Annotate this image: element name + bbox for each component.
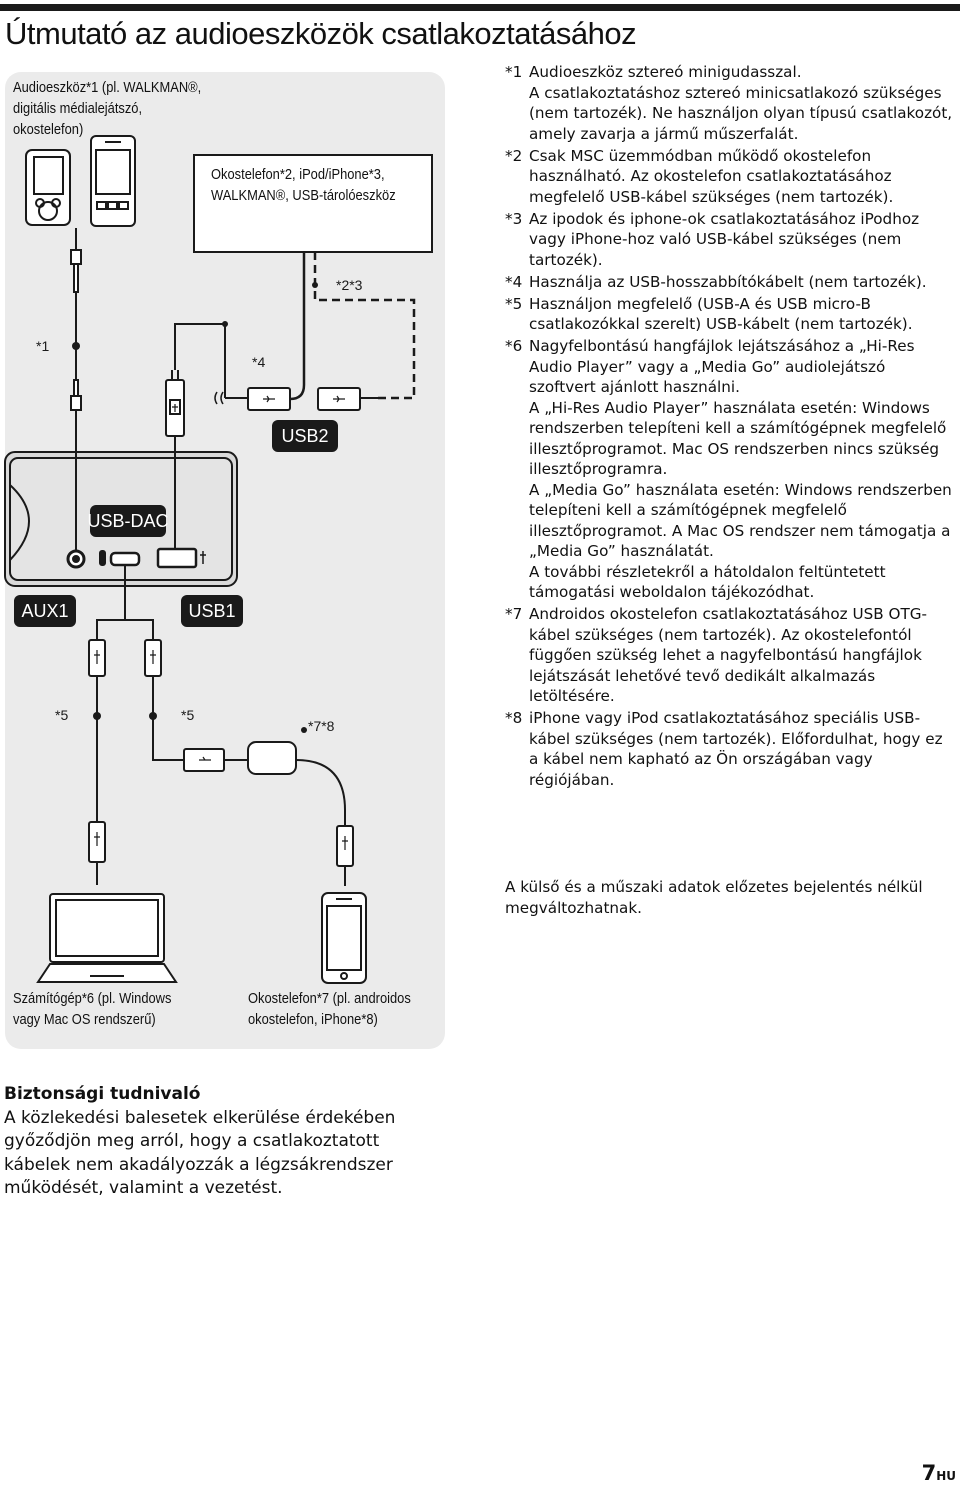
page-number-value: 7 — [921, 1461, 937, 1485]
footnote-mark: *1 — [505, 63, 523, 81]
mark-otg: *7*8 — [308, 718, 335, 734]
footnote-mark: *6 — [505, 337, 523, 355]
connector-dots — [72, 282, 318, 733]
header-rule — [0, 4, 960, 11]
media-player-icon — [25, 149, 71, 226]
bottom-smartphone-icon — [321, 892, 367, 984]
footnote-mark: *5 — [505, 294, 523, 313]
safety-text: A közlekedési balesetek elkerülése érdek… — [4, 1107, 396, 1199]
safety-section: Biztonsági tudnivaló A közlekedési bales… — [4, 1083, 424, 1201]
footnote-7: *7 Androidos okostelefon csatlakoztatásáh… — [505, 604, 955, 707]
aux-cable — [70, 228, 82, 551]
footnote-text: Androidos okostelefon csatlakoztatásához… — [529, 605, 927, 705]
usb-device-label: Okostelefon*2, iPod/iPhone*3, WALKMAN®, … — [211, 166, 396, 204]
usb-symbols — [94, 395, 348, 850]
footnote-text: Használjon megfelelő (USB-A és USB micro… — [529, 294, 913, 334]
footnote-text: Nagyfelbontású hangfájlok lejátszásához … — [529, 337, 952, 601]
mark-phone-cable: *5 — [181, 707, 194, 723]
footnote-text: Az ipodok és iphone-ok csatlakoztatásáho… — [529, 209, 920, 269]
port-labels: USB2 USB-DAC AUX1 USB1 — [14, 420, 338, 627]
footnote-text: iPhone vagy iPod csatlakoztatásához spec… — [529, 709, 943, 789]
audio-device-label: Audioeszköz*1 (pl. WALKMAN®, digitális m… — [13, 79, 202, 138]
aux1-label: AUX1 — [21, 601, 68, 621]
cable-marks: *1 *4 *2*3 *5 *5 *7*8 — [36, 277, 363, 734]
usb-dac-label: USB-DAC — [87, 511, 168, 531]
footnote-text: Csak MSC üzemmódban működő okostelefon h… — [529, 146, 894, 206]
footnote-mark: *3 — [505, 209, 523, 228]
footnote-8: *8 iPhone vagy iPod csatlakoztatásához sp… — [505, 708, 955, 790]
page-language: HU — [936, 1469, 956, 1483]
usb2-label: USB2 — [281, 426, 328, 446]
footnote-mark: *2 — [505, 146, 523, 165]
computer-label: Számítógép*6 (pl. Windows vagy Mac OS re… — [13, 990, 172, 1028]
footnote-text: Használja az USB-hosszabbítókábelt (nem … — [529, 272, 927, 291]
footnote-3: *3 Az ipodok és iphone-ok csatlakoztatásá… — [505, 209, 955, 271]
page-title: Útmutató az audioeszközök csatlakoztatás… — [5, 16, 637, 51]
footnote-2: *2 Csak MSC üzemmódban működő okostelefon… — [505, 146, 955, 208]
smartphone-icon — [90, 135, 136, 227]
footnote-5: *5 Használjon megfelelő (USB-A és USB mic… — [505, 294, 955, 335]
usb-device-box — [193, 154, 433, 253]
footnote-mark: *7 — [505, 605, 523, 623]
usb2-cable — [313, 252, 416, 411]
footnote-6: *6 Nagyfelbontású hangfájlok lejátszásáho… — [505, 336, 955, 603]
usb1-label: USB1 — [188, 601, 235, 621]
mark-aux: *1 — [36, 338, 49, 354]
mark-computer-cable: *5 — [55, 707, 68, 723]
mark-usb2: *2*3 — [336, 277, 363, 293]
footnote-text: Audioeszköz sztereó minigudasszal. A csa… — [529, 63, 953, 143]
footnote-mark: *4 — [505, 272, 523, 291]
page-number: 7HU — [922, 1461, 956, 1485]
bottom-smartphone-label: Okostelefon*7 (pl. androidos okostelefon… — [248, 990, 411, 1028]
footnote-mark: *8 — [505, 709, 523, 727]
footnotes: *1 Audioeszköz sztereó minigudasszal. A c… — [505, 62, 955, 792]
laptop-icon — [36, 893, 178, 983]
mark-extension: *4 — [252, 354, 265, 370]
footnote-4: *4 Használja az USB-hosszabbítókábelt (ne… — [505, 272, 955, 293]
footnote-1: *1 Audioeszköz sztereó minigudasszal. A c… — [505, 62, 955, 144]
safety-heading: Biztonsági tudnivaló — [4, 1084, 201, 1104]
disclaimer: A külső és a műszaki adatok előzetes bej… — [505, 878, 923, 917]
